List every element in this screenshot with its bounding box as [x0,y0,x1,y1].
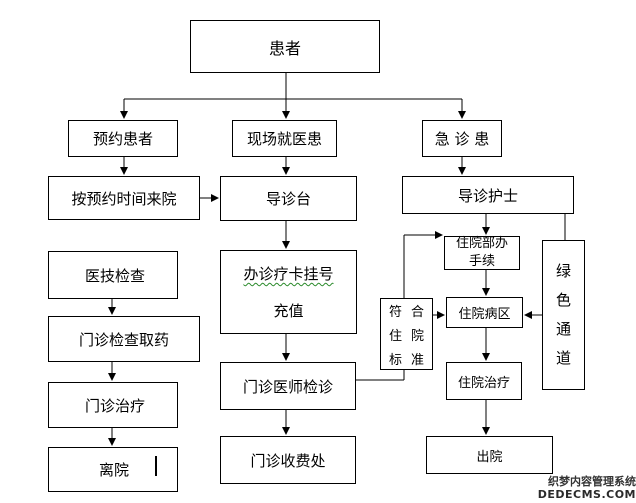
watermark-line1: 织梦内容管理系统 [548,475,636,488]
watermark: 织梦内容管理系统 DEDECMS.COM [524,473,636,503]
medical-tech-label: 医技检查 [85,266,146,285]
outpatient-pharmacy-label: 门诊检查取药 [78,330,169,349]
admission-criteria-text: 符 合 住 院 标 准 [385,301,429,368]
discharge-left-label: 离院 [99,461,130,479]
appointment-patient-box: 预约患者 [68,120,178,157]
arrive-on-time-label: 按预约时间来院 [71,189,177,208]
guide-desk-label: 导诊台 [265,190,311,208]
guide-nurse-box: 导诊护士 [402,176,574,214]
text-cursor [155,456,157,476]
green-channel-char-3: 通 [555,320,571,338]
discharge-left-box: 离院 [48,447,178,492]
onsite-patient-box: 现场就医患 [232,120,337,157]
admission-line1: 住院部办 [455,236,508,252]
outpatient-cashier-box: 门诊收费处 [220,436,356,484]
green-channel-char-4: 道 [555,349,571,367]
guide-desk-box: 导诊台 [220,176,357,221]
ward-label: 住院病区 [458,307,511,322]
arrive-on-time-box: 按预约时间来院 [48,176,200,220]
watermark-line2: DEDECMS.COM [537,488,636,501]
green-channel-char-2: 色 [555,291,571,309]
outpatient-pharmacy-box: 门诊检查取药 [48,316,200,362]
criteria-char-3: 住 [388,328,402,344]
card-registration-box: 办诊疗卡挂号 充值 [220,250,357,334]
patient-root-label: 患者 [268,38,301,58]
discharge-right-label: 出院 [476,449,503,465]
card-registration-line1: 办诊疗卡挂号 [243,265,334,283]
emergency-patient-box: 急 诊 患 [422,120,502,157]
patient-root-box: 患者 [190,20,380,73]
criteria-char-2: 合 [410,304,424,320]
ward-box: 住院病区 [446,297,523,328]
criteria-char-6: 准 [410,352,424,368]
medical-tech-box: 医技检查 [48,251,178,299]
inpatient-treatment-box: 住院治疗 [446,362,522,400]
criteria-char-5: 标 [388,352,402,368]
criteria-char-1: 符 [388,304,402,320]
green-channel-char-1: 绿 [555,262,571,280]
admission-box: 住院部办 手续 [444,236,520,270]
onsite-patient-label: 现场就医患 [246,130,322,148]
emergency-patient-label: 急 诊 患 [434,130,490,148]
guide-nurse-label: 导诊护士 [457,186,518,205]
outpatient-doctor-label: 门诊医师检诊 [242,377,333,396]
discharge-right-box: 出院 [426,436,553,474]
outpatient-treatment-label: 门诊治疗 [85,396,146,415]
green-channel-box: 绿 色 通 道 [542,240,585,390]
outpatient-treatment-box: 门诊治疗 [48,382,178,428]
outpatient-doctor-box: 门诊医师检诊 [220,362,356,410]
outpatient-cashier-label: 门诊收费处 [250,451,326,470]
appointment-patient-label: 预约患者 [92,130,153,148]
admission-criteria-box: 符 合 住 院 标 准 [380,298,433,370]
criteria-char-4: 院 [410,328,424,344]
inpatient-treatment-label: 住院治疗 [457,375,510,391]
admission-line2: 手续 [468,254,495,269]
card-registration-line2: 充值 [273,302,304,320]
